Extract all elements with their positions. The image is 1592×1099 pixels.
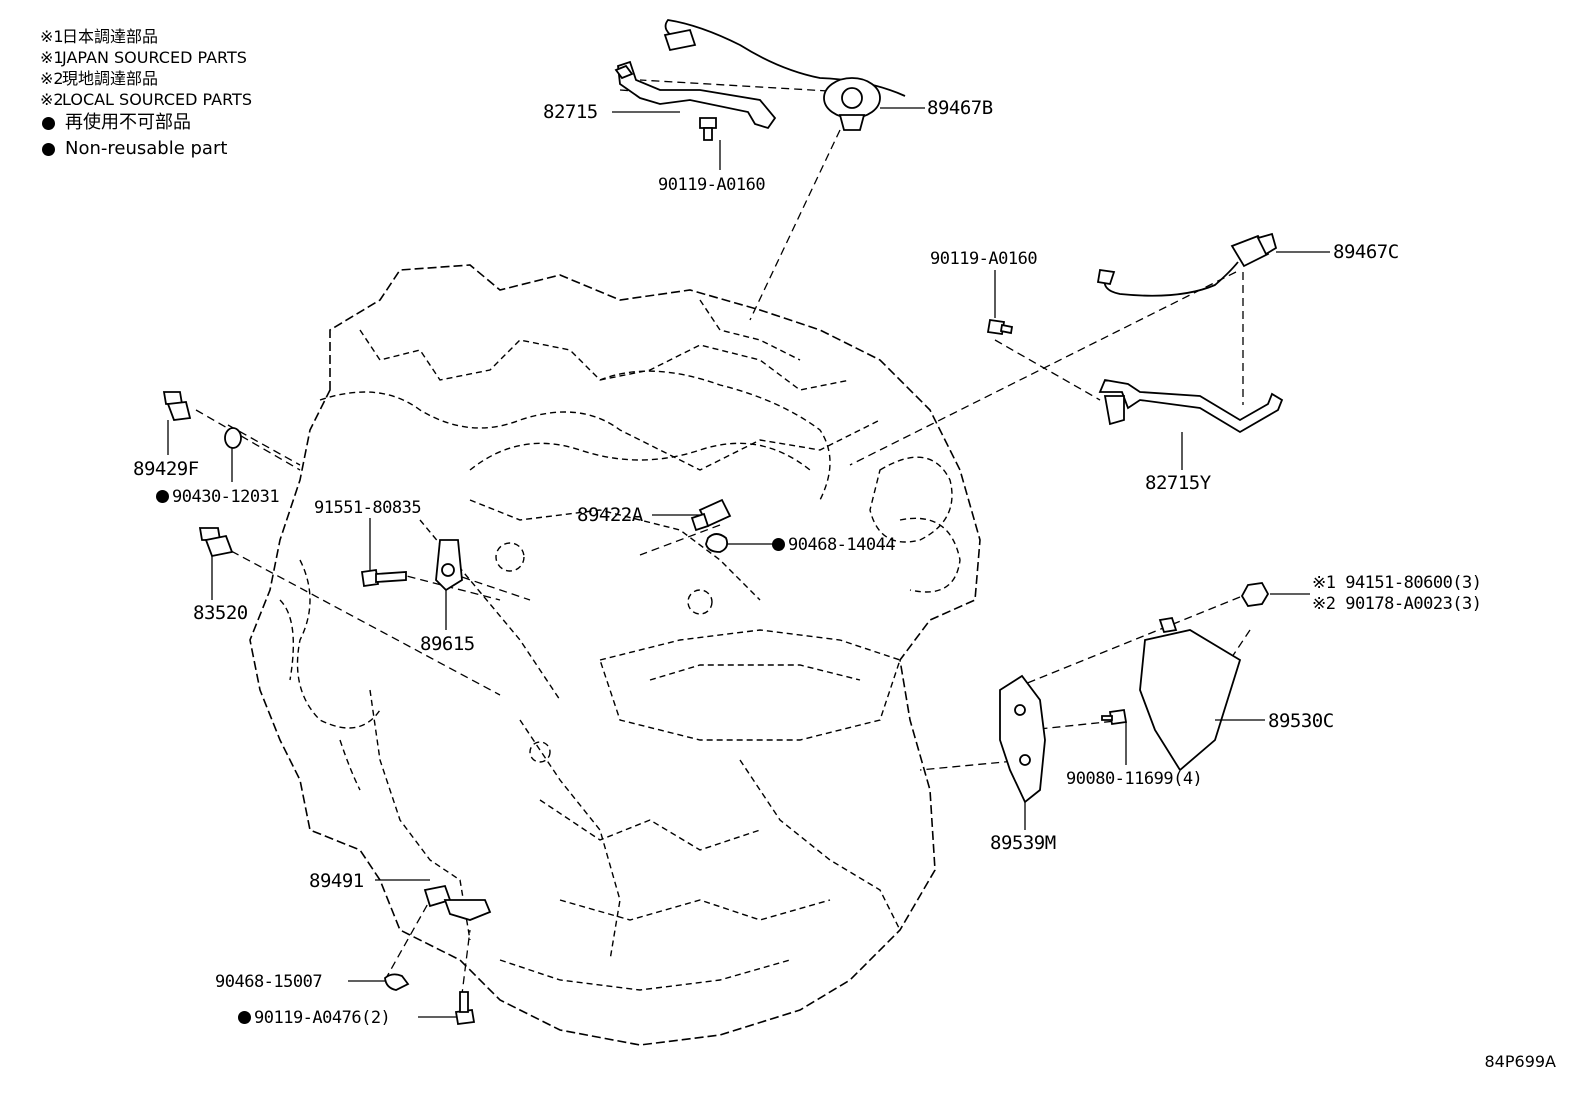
legend-row: ※1 日本調達部品 (40, 26, 252, 47)
part-90119-A0160-top[interactable] (699, 117, 717, 141)
label-83520[interactable]: 83520 (193, 602, 248, 624)
label-89539M[interactable]: 89539M (990, 832, 1056, 854)
part-89429F[interactable] (162, 391, 192, 421)
non-reusable-dot-icon (156, 490, 169, 503)
label-89422A[interactable]: 89422A (577, 504, 643, 526)
part-83520[interactable] (198, 527, 234, 558)
legend-text: 現地調達部品 (62, 69, 159, 88)
legend-mark: ※1 (40, 48, 64, 67)
label-90119-A0160-top[interactable]: 90119-A0160 (658, 175, 766, 195)
legend: ※1 日本調達部品 ※1 JAPAN SOURCED PARTS ※2 現地調達… (40, 26, 252, 162)
legend-row: ※1 JAPAN SOURCED PARTS (40, 47, 252, 68)
label-90468-14044[interactable]: 90468-14044 (772, 534, 896, 556)
legend-row: ※2 LOCAL SOURCED PARTS (40, 89, 252, 110)
part-89467B[interactable] (663, 19, 906, 131)
part-90080-11699[interactable] (1101, 708, 1128, 726)
label-89615[interactable]: 89615 (420, 633, 475, 655)
part-89467C[interactable] (1096, 232, 1278, 297)
legend-mark: ※2 (40, 69, 64, 88)
legend-mark: ※1 (40, 27, 64, 46)
part-90430-12031[interactable] (224, 427, 242, 449)
engine-outline (249, 264, 981, 1046)
label-89491[interactable]: 89491 (309, 870, 364, 892)
label-94151-80600[interactable]: ※1 94151-80600(3) (1312, 573, 1482, 593)
leader-lines (167, 107, 1330, 1018)
label-82715[interactable]: 82715 (543, 101, 598, 123)
non-reusable-dot-icon (238, 1011, 251, 1024)
part-91551-80835[interactable] (360, 568, 407, 588)
part-90468-15007[interactable] (384, 973, 410, 991)
label-90178-A0023[interactable]: ※2 90178-A0023(3) (1312, 594, 1482, 614)
part-89539M[interactable] (999, 674, 1046, 804)
legend-text: Non-reusable part (65, 138, 228, 159)
legend-text: LOCAL SOURCED PARTS (62, 90, 252, 109)
non-reusable-dot-icon (42, 116, 55, 130)
part-90119-A0476[interactable] (454, 991, 476, 1026)
label-89530C[interactable]: 89530C (1268, 710, 1334, 732)
label-90119-A0160-right[interactable]: 90119-A0160 (930, 249, 1038, 269)
part-90468-14044[interactable] (705, 533, 729, 553)
label-89429F[interactable]: 89429F (133, 458, 199, 480)
label-text: 90430-12031 (172, 487, 280, 507)
legend-text: 再使用不可部品 (65, 112, 191, 133)
legend-mark: ※2 (40, 90, 64, 109)
label-89467C[interactable]: 89467C (1333, 241, 1399, 263)
legend-text: 日本調達部品 (62, 27, 159, 46)
part-90119-A0160-right[interactable] (986, 318, 1014, 336)
label-90430-12031[interactable]: 90430-12031 (156, 486, 280, 508)
label-91551-80835[interactable]: 91551-80835 (314, 498, 422, 518)
figure-code: 84P699A (1484, 1052, 1557, 1071)
label-90468-15007[interactable]: 90468-15007 (215, 972, 323, 992)
part-89530C[interactable] (1139, 616, 1242, 772)
non-reusable-dot-icon (42, 142, 55, 156)
legend-text: JAPAN SOURCED PARTS (62, 48, 247, 67)
legend-row: Non-reusable part (40, 136, 252, 162)
legend-row: ※2 現地調達部品 (40, 68, 252, 89)
legend-row: 再使用不可部品 (40, 110, 252, 136)
part-82715[interactable] (614, 60, 777, 130)
label-82715Y[interactable]: 82715Y (1145, 472, 1211, 494)
label-text: 90119-A0476(2) (254, 1008, 391, 1028)
label-90080-11699[interactable]: 90080-11699(4) (1066, 769, 1203, 789)
label-90119-A0476[interactable]: 90119-A0476(2) (238, 1007, 391, 1029)
label-text: 90468-14044 (788, 535, 896, 555)
part-89491[interactable] (423, 884, 492, 921)
part-89615[interactable] (435, 539, 463, 592)
label-89467B[interactable]: 89467B (927, 97, 993, 119)
non-reusable-dot-icon (772, 538, 785, 551)
part-82715Y[interactable] (1098, 378, 1284, 434)
part-94151-80600[interactable] (1240, 582, 1270, 607)
